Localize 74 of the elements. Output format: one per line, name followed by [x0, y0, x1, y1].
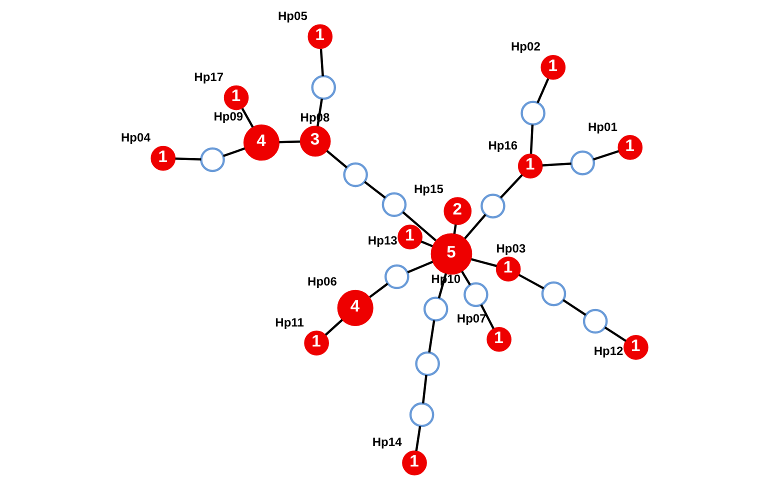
- connector: [415, 426, 422, 452]
- node-label: Hp07: [456, 312, 486, 326]
- node-circle: [382, 192, 407, 218]
- node-circle: [570, 150, 596, 176]
- node-circle: 1: [398, 224, 422, 250]
- node-label: Hp02: [511, 40, 540, 54]
- connector: [422, 374, 428, 404]
- connector: [593, 150, 619, 161]
- connector: [279, 140, 300, 144]
- node-circle: 4: [243, 124, 280, 161]
- node-circle: [464, 282, 488, 308]
- node-label: Hp14: [372, 435, 402, 450]
- node-circle: 1: [304, 330, 329, 356]
- connector: [536, 78, 550, 104]
- connector: [326, 150, 348, 168]
- node-circle: 4: [337, 290, 374, 326]
- connector: [407, 260, 434, 274]
- connector: [530, 124, 534, 154]
- connector: [604, 326, 626, 342]
- connector: [562, 299, 586, 316]
- node-circle: [541, 281, 566, 306]
- connector: [175, 158, 202, 161]
- connector: [324, 319, 343, 336]
- node-label: Hp04: [121, 130, 150, 145]
- connector: [542, 162, 572, 166]
- node-circle: [384, 264, 410, 290]
- connector: [364, 180, 386, 199]
- node-label: Hp05: [278, 8, 308, 23]
- node-circle: [343, 162, 368, 188]
- node-circle: 1: [518, 154, 543, 178]
- node-circle: [409, 402, 434, 428]
- connector: [480, 304, 495, 330]
- connector: [223, 147, 246, 157]
- node-circle: 1: [486, 326, 512, 352]
- connector: [369, 282, 388, 298]
- node-circle: 1: [308, 24, 333, 50]
- node-label: Hp09: [214, 109, 244, 124]
- node-circle: 1: [224, 85, 249, 110]
- node-label: Hp17: [194, 70, 224, 84]
- node-circle: 1: [402, 450, 427, 476]
- connector: [453, 224, 457, 234]
- node-circle: [582, 308, 608, 334]
- node-circle: [480, 194, 506, 218]
- node-label: Hp13: [368, 233, 398, 248]
- node-circle: 3: [300, 126, 331, 157]
- node-label: Hp06: [308, 274, 337, 289]
- connector: [471, 258, 497, 268]
- node-circle: 1: [150, 146, 176, 171]
- node-circle: 1: [624, 335, 648, 360]
- connector: [420, 240, 433, 248]
- connector: [464, 214, 486, 240]
- connector: [461, 270, 471, 286]
- connector: [402, 211, 437, 242]
- connector: [500, 174, 523, 199]
- node-circle: [200, 147, 225, 172]
- node-label: Hp16: [488, 138, 518, 152]
- connector: [320, 48, 324, 76]
- node-circle: 1: [540, 54, 566, 80]
- node-label: Hp12: [594, 344, 624, 358]
- node-label: Hp01: [588, 120, 618, 134]
- node-circle: [423, 296, 448, 322]
- node-circle: 5: [430, 233, 472, 275]
- node-label: Hp11: [275, 315, 304, 330]
- node-circle: 2: [444, 197, 472, 225]
- node-circle: 1: [618, 135, 643, 160]
- node-circle: [520, 100, 546, 126]
- connector: [518, 274, 544, 290]
- node-label: Hp03: [496, 241, 526, 256]
- node-label: Hp15: [414, 182, 444, 196]
- node-circle: [311, 75, 336, 100]
- connector: [428, 320, 436, 353]
- connector: [241, 108, 254, 128]
- node-circle: 1: [496, 256, 521, 282]
- node-circle: [415, 351, 440, 376]
